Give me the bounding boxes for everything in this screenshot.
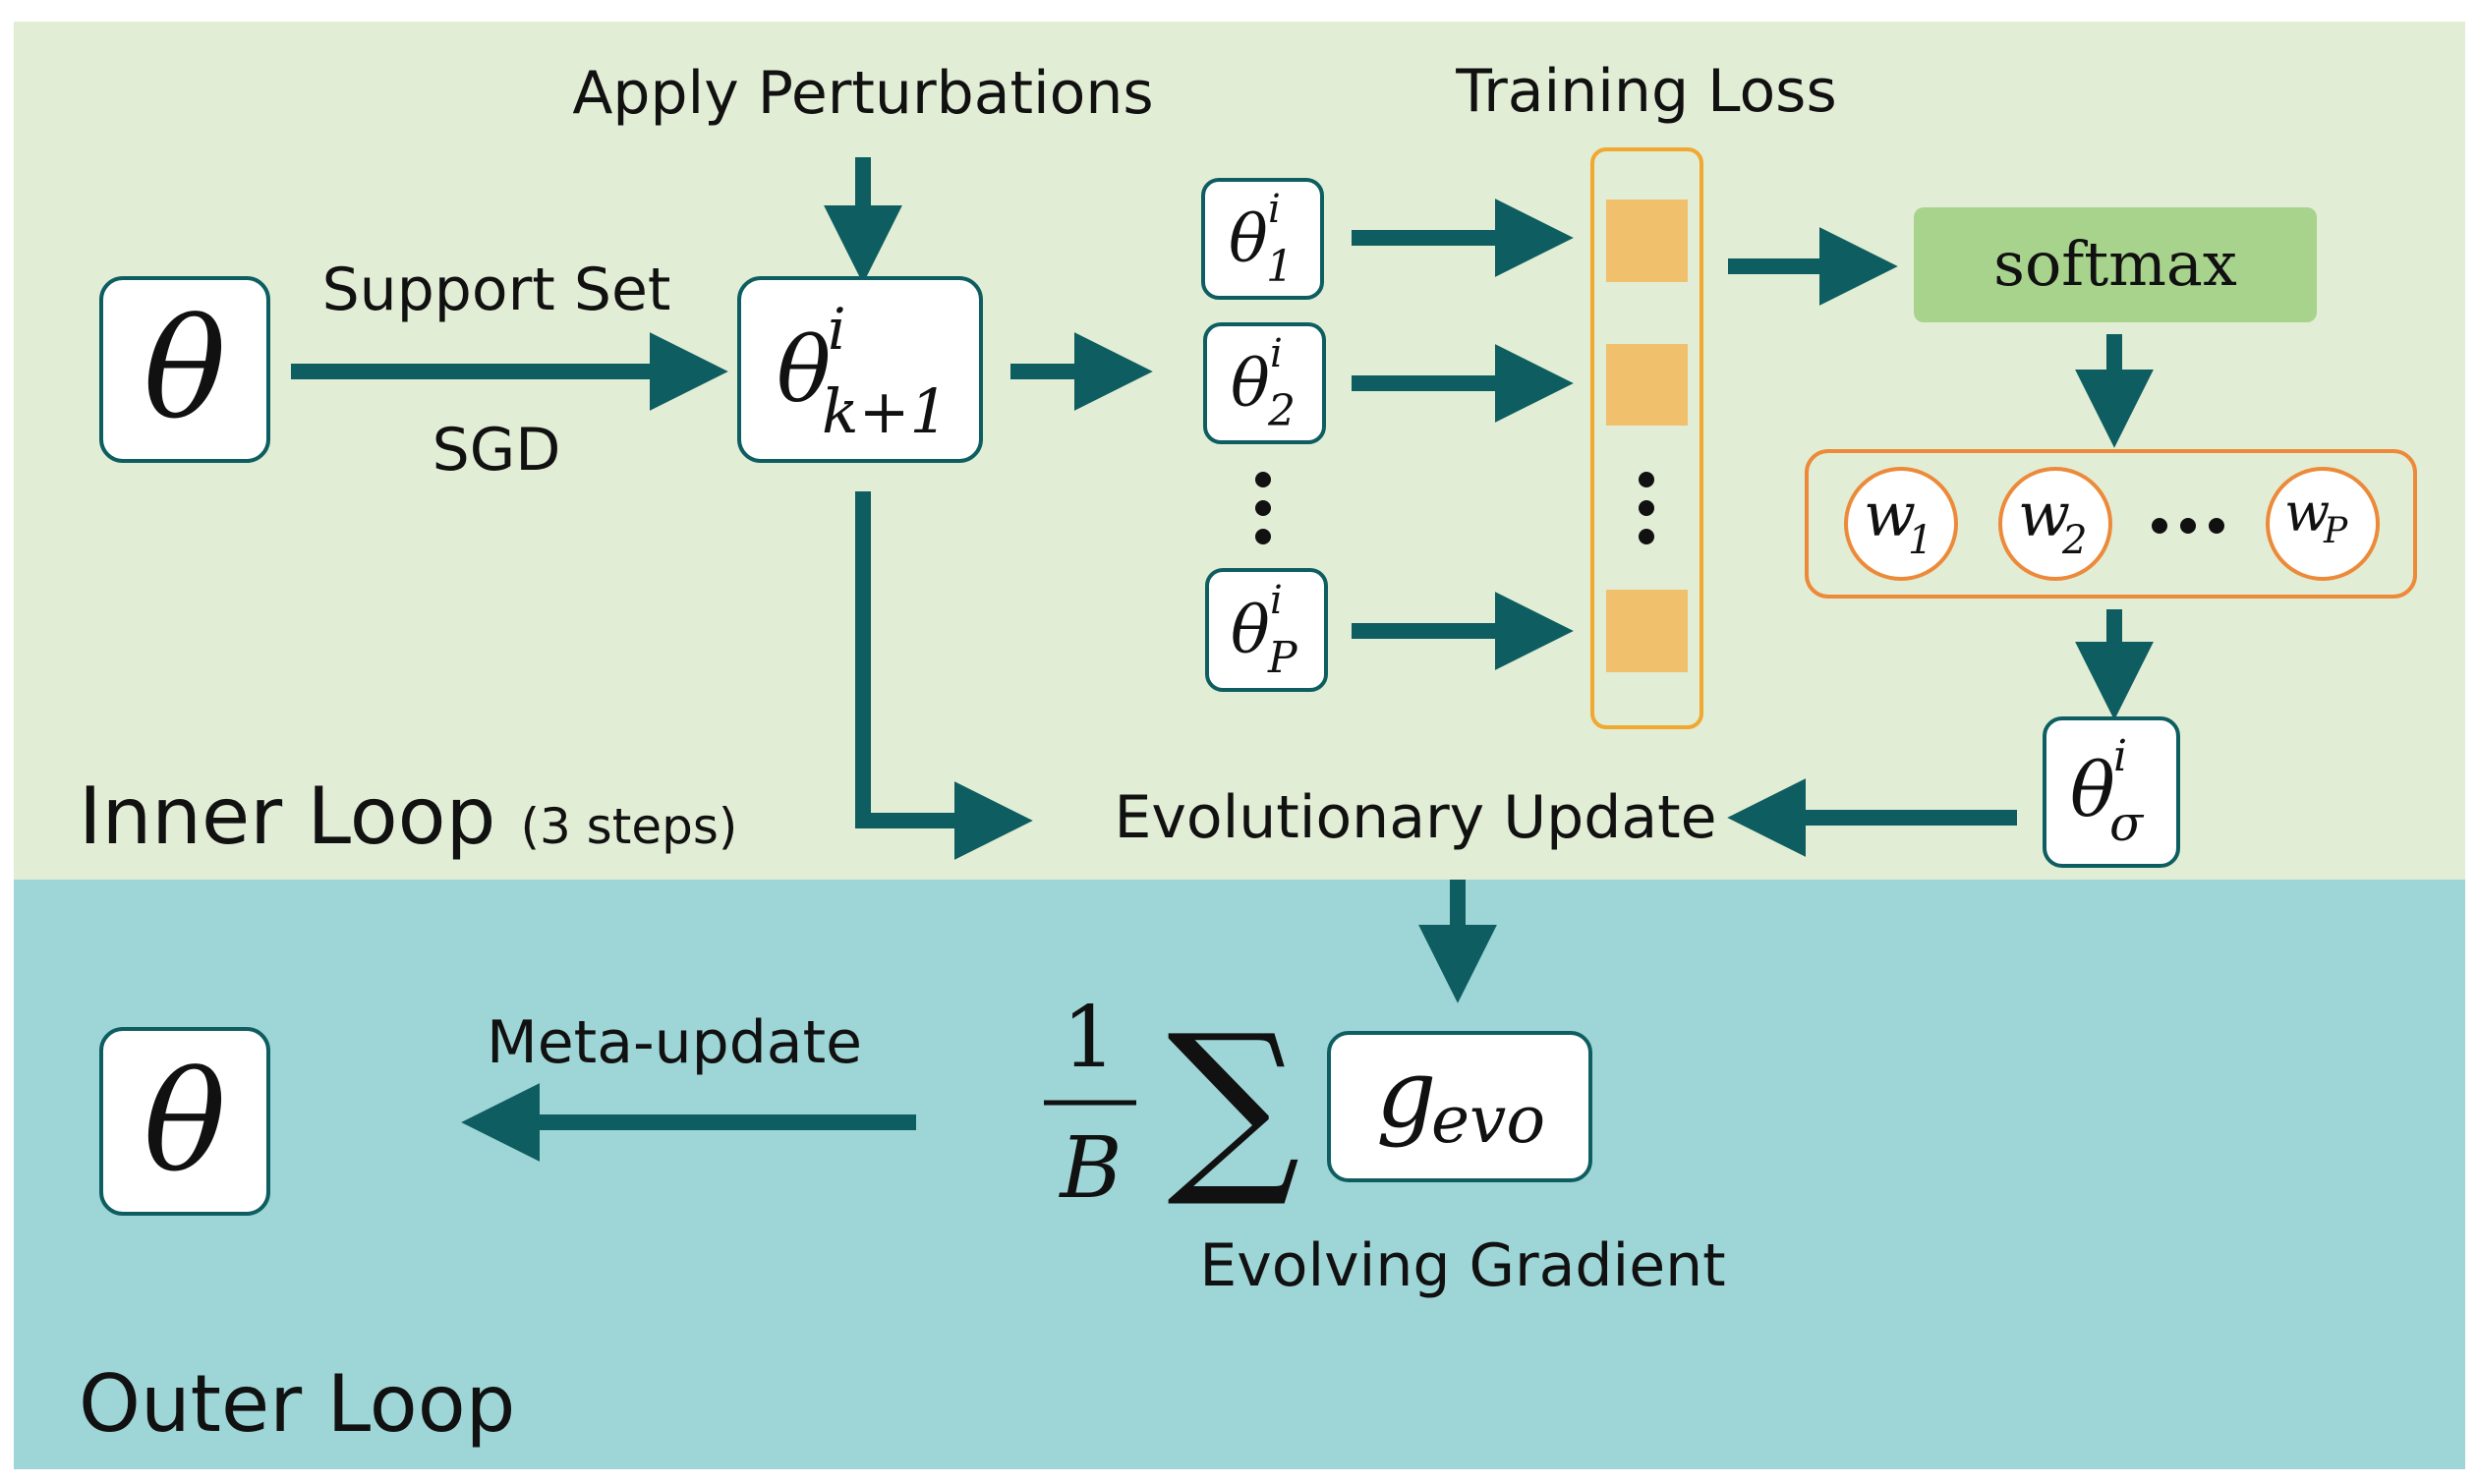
weights-container <box>1805 449 2417 599</box>
training-loss-label: Training Loss <box>1455 57 1836 126</box>
inner-loop-title: Inner Loop <box>79 771 495 862</box>
theta-k-plus-1: θ <box>777 317 831 423</box>
weight-1-circle <box>1844 467 1958 581</box>
theta-k-plus-1-sup: i <box>828 296 846 363</box>
loss-cell-1 <box>1606 200 1688 282</box>
weight-2-base: w <box>2018 479 2070 550</box>
theta-box-outer <box>99 1027 270 1216</box>
theta-k-plus-1-box <box>737 276 983 463</box>
weight-p-circle <box>2266 467 2380 581</box>
theta-sigma-base: θ <box>2070 746 2115 833</box>
perturbed-param-p-box <box>1205 568 1328 692</box>
theta-symbol-outer: θ <box>144 1043 226 1203</box>
softmax-label: softmax <box>1993 228 2237 300</box>
perturbed-param-2-sup: i <box>1270 331 1283 376</box>
outer-loop-label: Outer Loop <box>79 1358 515 1450</box>
apply-perturbations-label: Apply Perturbations <box>572 59 1153 128</box>
theta-k-plus-1-sub: k+1 <box>822 375 949 447</box>
outer-loop-background <box>14 880 2465 1469</box>
perturbed-param-1-sup: i <box>1268 187 1281 232</box>
g-evo-base: g <box>1376 1039 1436 1149</box>
sgd-label: SGD <box>432 416 561 485</box>
perturbed-param-1: θ i 1 <box>1201 178 1324 300</box>
meta-update-label: Meta-update <box>487 1008 862 1077</box>
theta-sigma-sup: i <box>2113 731 2127 781</box>
weight-p: w P <box>2266 467 2380 581</box>
theta-k-plus-1-base: θ <box>777 317 831 423</box>
loss-cell-2 <box>1606 344 1688 426</box>
evolutionary-update-label: Evolutionary Update <box>1114 783 1716 852</box>
weight-2-sub: 2 <box>2061 518 2087 563</box>
theta-sigma-box <box>2043 716 2180 868</box>
perturbed-param-2-box <box>1203 322 1326 444</box>
vertical-ellipsis-icon <box>1255 472 1271 544</box>
weight-p-sub: P <box>2323 511 2348 551</box>
weight-1: w 1 <box>1844 467 1958 581</box>
weight-2-circle <box>1998 467 2112 581</box>
g-evo-sub: evo <box>1431 1082 1545 1158</box>
perturbed-param-p-base: θ <box>1231 593 1270 668</box>
weight-2: w 2 <box>1998 467 2112 581</box>
softmax-box <box>1914 207 2317 322</box>
support-set-label: Support Set <box>322 256 671 324</box>
sum-symbol: ∑ <box>1167 995 1300 1212</box>
loss-ellipsis-icon <box>1639 472 1654 544</box>
perturbed-param-1-base: θ <box>1229 201 1268 277</box>
theta-symbol-inner: θ <box>144 290 226 450</box>
weight-1-base: w <box>1864 479 1916 550</box>
perturbed-param-p-sub: P <box>1267 633 1298 683</box>
inner-loop-label: Inner Loop (3 steps) <box>79 771 737 862</box>
perturbed-param-p-sup: i <box>1270 578 1283 623</box>
training-loss-column <box>1590 147 1703 729</box>
loss-cell-p <box>1606 590 1688 672</box>
perturbed-param-1-sub: 1 <box>1266 242 1294 292</box>
horizontal-ellipsis-icon <box>2152 518 2224 534</box>
g-evo-box <box>1327 1031 1592 1182</box>
weight-p-base: w <box>2284 482 2330 543</box>
evolving-gradient-label: Evolving Gradient <box>1199 1231 1725 1300</box>
fraction-denominator: B <box>1058 1119 1122 1218</box>
perturbed-param-2: θ i 2 <box>1203 322 1326 444</box>
theta-sigma-sub: σ <box>2109 795 2145 852</box>
perturbed-param-2-base: θ <box>1231 346 1270 422</box>
theta-box-inner <box>99 276 270 463</box>
perturbed-param-2-sub: 2 <box>1267 386 1296 436</box>
perturbed-param-1-box <box>1201 178 1324 300</box>
weight-1-sub: 1 <box>1908 518 1932 563</box>
inner-loop-steps: (3 steps) <box>520 798 737 855</box>
fraction-numerator: 1 <box>1063 989 1117 1087</box>
perturbed-param-p: θ i P <box>1205 568 1328 692</box>
theta-k-plus-1-to-update-arrow <box>855 491 1033 860</box>
